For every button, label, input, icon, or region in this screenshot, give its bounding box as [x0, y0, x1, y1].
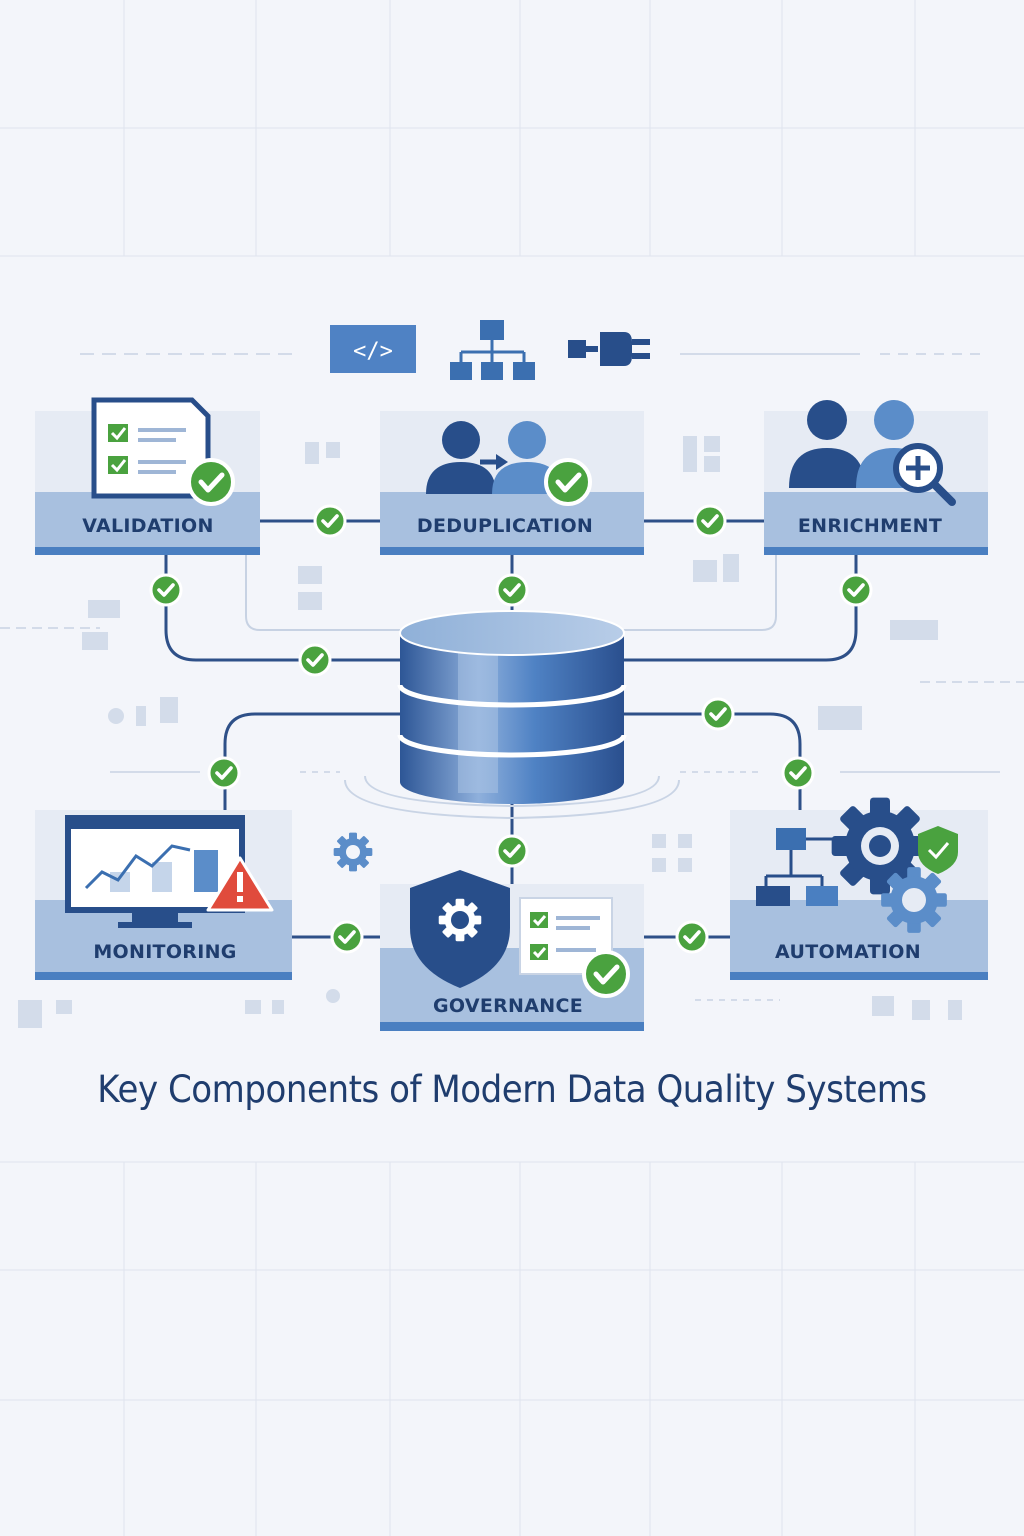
page-title: Key Components of Modern Data Quality Sy…: [97, 1068, 927, 1111]
check-icon: [495, 834, 529, 868]
check-icon: [675, 920, 709, 954]
svg-text:</>: </>: [353, 339, 393, 364]
monitoring-card[interactable]: MONITORING: [35, 810, 292, 980]
shield-gear-icon: [410, 870, 628, 996]
code-icon: </>: [330, 325, 416, 373]
deduplication-card[interactable]: DEDUPLICATION: [380, 411, 644, 555]
automation-card[interactable]: AUTOMATION: [730, 797, 988, 980]
enrichment-label: ENRICHMENT: [798, 515, 942, 537]
check-icon: [693, 504, 727, 538]
check-icon: [149, 573, 183, 607]
check-icon: [781, 756, 815, 790]
check-icon: [701, 697, 735, 731]
plug-icon: [568, 332, 650, 366]
governance-label: GOVERNANCE: [433, 995, 583, 1017]
deduplication-label: DEDUPLICATION: [417, 515, 593, 537]
check-icon: [330, 920, 364, 954]
user-search-plus-icon: [789, 400, 956, 506]
monitor-chart-alert-icon: [65, 815, 274, 928]
check-icon: [313, 504, 347, 538]
checklist-document-icon: [91, 397, 233, 504]
governance-card[interactable]: GOVERNANCE: [380, 870, 644, 1031]
monitoring-label: MONITORING: [93, 941, 236, 963]
check-icon: [495, 573, 529, 607]
check-icon: [298, 643, 332, 677]
validation-card[interactable]: VALIDATION: [35, 397, 260, 555]
check-icon: [207, 756, 241, 790]
automation-label: AUTOMATION: [775, 941, 921, 963]
validation-label: VALIDATION: [82, 515, 213, 537]
database-icon: [344, 610, 680, 820]
gears-workflow-icon: [756, 797, 958, 933]
hierarchy-icon: [450, 320, 535, 380]
merge-users-icon: [426, 421, 590, 504]
check-icon: [839, 573, 873, 607]
enrichment-card[interactable]: ENRICHMENT: [764, 400, 988, 555]
